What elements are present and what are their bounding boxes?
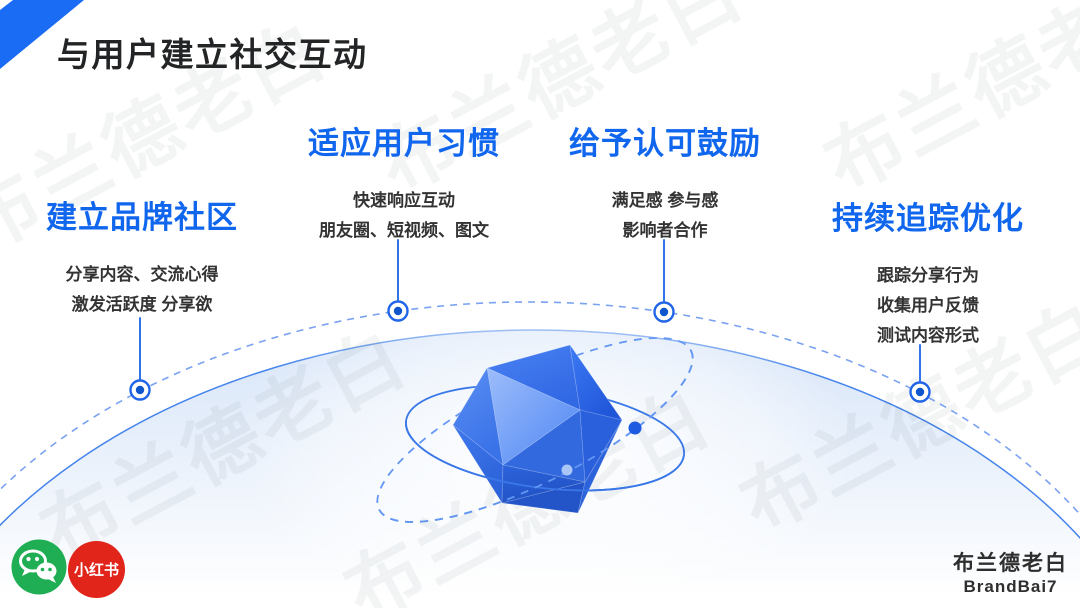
brand-name-cn: 布兰德老白: [953, 552, 1068, 575]
column-heading: 建立品牌社区: [46, 200, 238, 235]
column-line: 快速响应互动: [353, 191, 455, 210]
node-dot-4: [909, 381, 931, 403]
column-line: 跟踪分享行为: [877, 266, 979, 285]
node-dot-2: [387, 300, 409, 322]
column-tracking: 持续追踪优化 跟踪分享行为 收集用户反馈 测试内容形式: [778, 193, 1078, 351]
column-heading: 持续追踪优化: [832, 201, 1024, 236]
orbit-ring-dashed-front: [378, 350, 694, 523]
node-dot-1: [129, 379, 151, 401]
column-user-habits: 适应用户习惯 快速响应互动 朋友圈、短视频、图文: [254, 118, 554, 246]
column-recognition: 给予认可鼓励 满足感 参与感 影响者合作: [515, 118, 815, 246]
column-heading: 适应用户习惯: [308, 126, 500, 161]
satellite-dot-light: [561, 464, 573, 476]
icosahedron-icon: [452, 344, 623, 514]
column-line: 分享内容、交流心得: [65, 265, 219, 284]
node-dot-3: [653, 301, 675, 323]
column-line: 满足感 参与感: [611, 191, 719, 210]
satellite-dot-dark: [628, 421, 642, 435]
column-line: 影响者合作: [622, 221, 708, 240]
page-title: 与用户建立社交互动: [57, 36, 368, 73]
node-dots: [129, 300, 931, 403]
orbit-ring-solid-front: [405, 420, 685, 492]
column-brand-community: 建立品牌社区 分享内容、交流心得 激发活跃度 分享欲: [0, 192, 292, 320]
connector-lines: [139, 239, 921, 383]
column-line: 激发活跃度 分享欲: [71, 295, 213, 314]
column-line: 测试内容形式: [877, 326, 979, 345]
xiaohongshu-label: 小红书: [73, 562, 119, 579]
xiaohongshu-icon: 小红书: [68, 541, 125, 598]
column-line: 收集用户反馈: [877, 296, 979, 315]
column-line: 朋友圈、短视频、图文: [319, 221, 489, 240]
brand-logo: 布兰德老白 BrandBai7: [953, 553, 1068, 595]
wechat-icon: [11, 539, 67, 595]
column-heading: 给予认可鼓励: [569, 126, 761, 161]
brand-name-en: BrandBai7: [963, 577, 1058, 596]
